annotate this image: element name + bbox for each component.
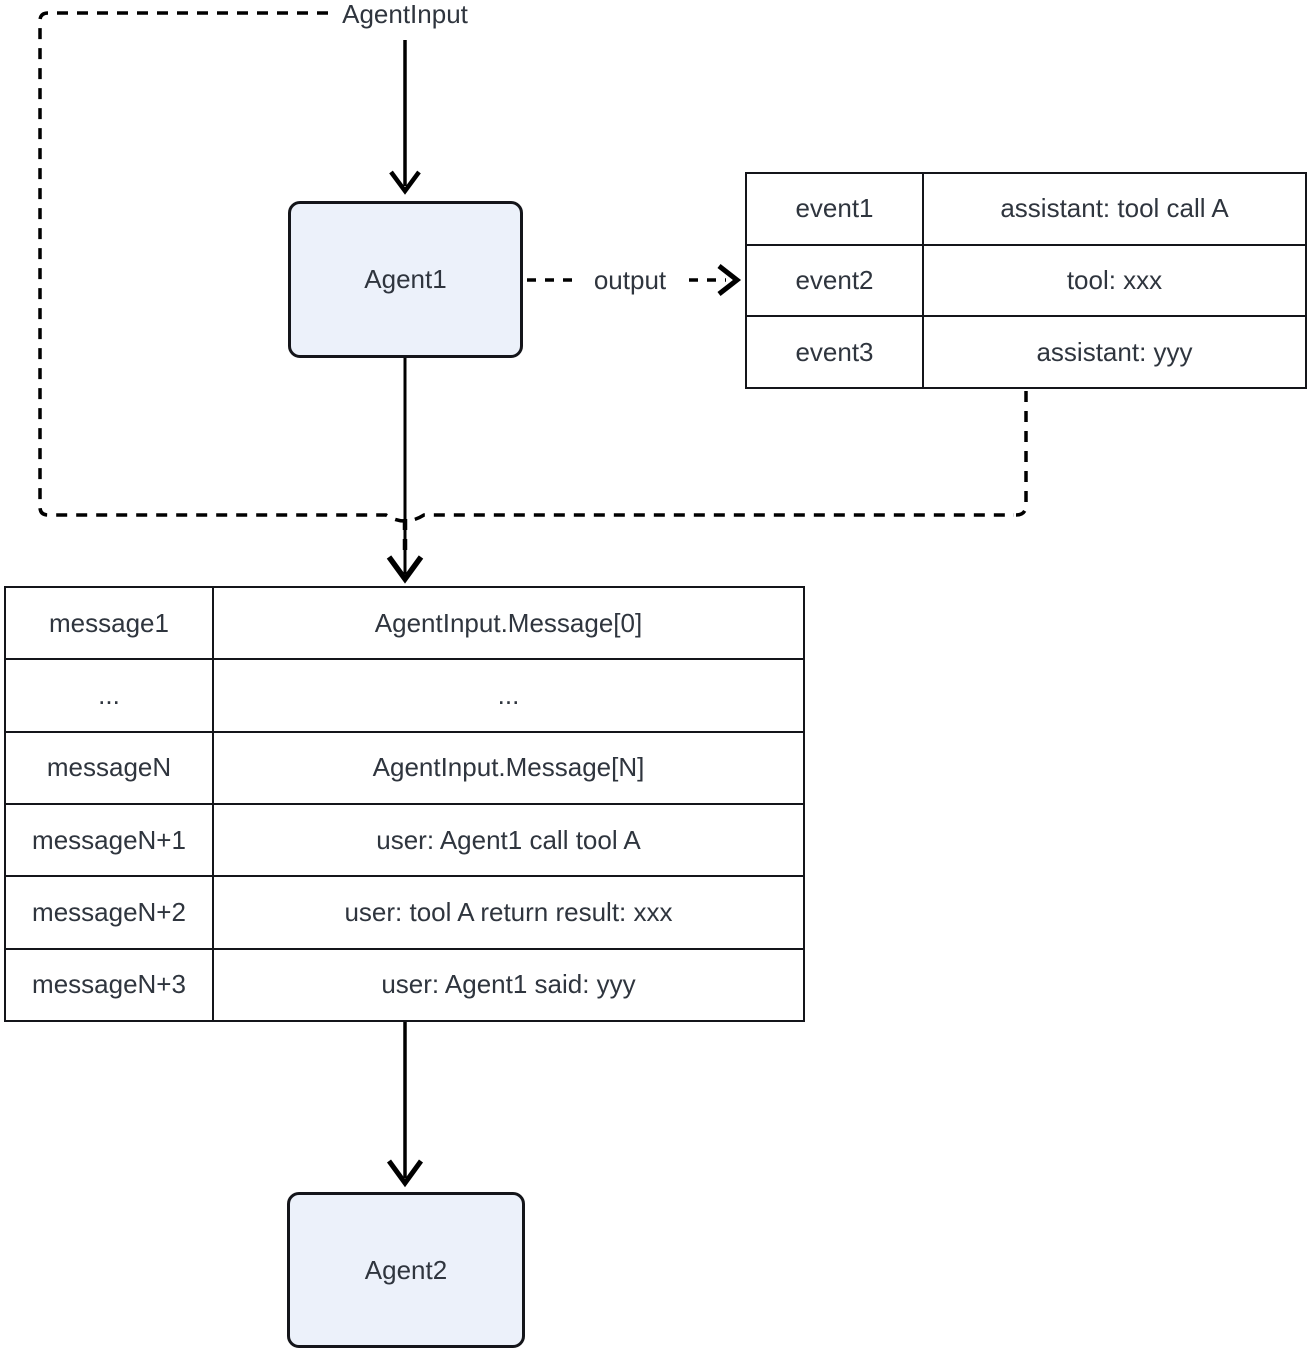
event-key-cell: event3 — [745, 315, 924, 389]
message-key-cell: ... — [4, 658, 214, 733]
node-agent2: Agent2 — [287, 1192, 525, 1348]
agentinput-feedback-dashed-loop — [38, 11, 1014, 523]
event-key-cell: event2 — [745, 243, 924, 318]
event-key-cell: event1 — [745, 172, 924, 246]
message-key-cell: messageN — [4, 730, 214, 805]
table-row: messageN+2 user: tool A return result: x… — [4, 875, 805, 950]
table-row: event1 assistant: tool call A — [745, 172, 1307, 246]
output-edge-label: output — [572, 261, 688, 299]
table-row: messageN+3 user: Agent1 said: yyy — [4, 947, 805, 1023]
event-table-feedback-dashed-line — [1015, 391, 1028, 517]
table-row: event2 tool: xxx — [745, 243, 1307, 318]
event-value-cell: tool: xxx — [922, 243, 1307, 318]
message-value-cell: user: Agent1 said: yyy — [212, 947, 805, 1023]
table-row: messageN+1 user: Agent1 call tool A — [4, 802, 805, 878]
event-table: event1 assistant: tool call A event2 too… — [745, 172, 1307, 389]
node-agent1: Agent1 — [288, 201, 523, 358]
event-value-cell: assistant: tool call A — [922, 172, 1307, 246]
message-table: message1 AgentInput.Message[0] ... ... m… — [4, 585, 805, 1023]
message-value-cell: AgentInput.Message[0] — [212, 585, 805, 661]
agent1-to-message-table-arrow — [386, 358, 424, 584]
agentinput-to-agent1-arrow — [389, 40, 421, 195]
node-agent1-label: Agent1 — [364, 264, 447, 294]
message-value-cell: user: Agent1 call tool A — [212, 802, 805, 878]
agent1-output-dashed-arrow — [527, 264, 742, 296]
message-key-cell: messageN+2 — [4, 875, 214, 950]
message-table-to-agent2-arrow — [386, 1022, 424, 1188]
table-row: event3 assistant: yyy — [745, 315, 1307, 389]
message-key-cell: messageN+3 — [4, 947, 214, 1023]
node-agent2-label: Agent2 — [364, 1254, 448, 1285]
table-row: ... ... — [4, 658, 805, 733]
message-key-cell: message1 — [4, 585, 214, 661]
message-value-cell: ... — [212, 658, 805, 733]
message-key-cell: messageN+1 — [4, 802, 214, 878]
table-row: message1 AgentInput.Message[0] — [4, 585, 805, 661]
table-row: messageN AgentInput.Message[N] — [4, 730, 805, 805]
agent-input-label: AgentInput — [342, 0, 468, 29]
message-value-cell: AgentInput.Message[N] — [212, 730, 805, 805]
message-value-cell: user: tool A return result: xxx — [212, 875, 805, 950]
event-value-cell: assistant: yyy — [922, 315, 1307, 389]
